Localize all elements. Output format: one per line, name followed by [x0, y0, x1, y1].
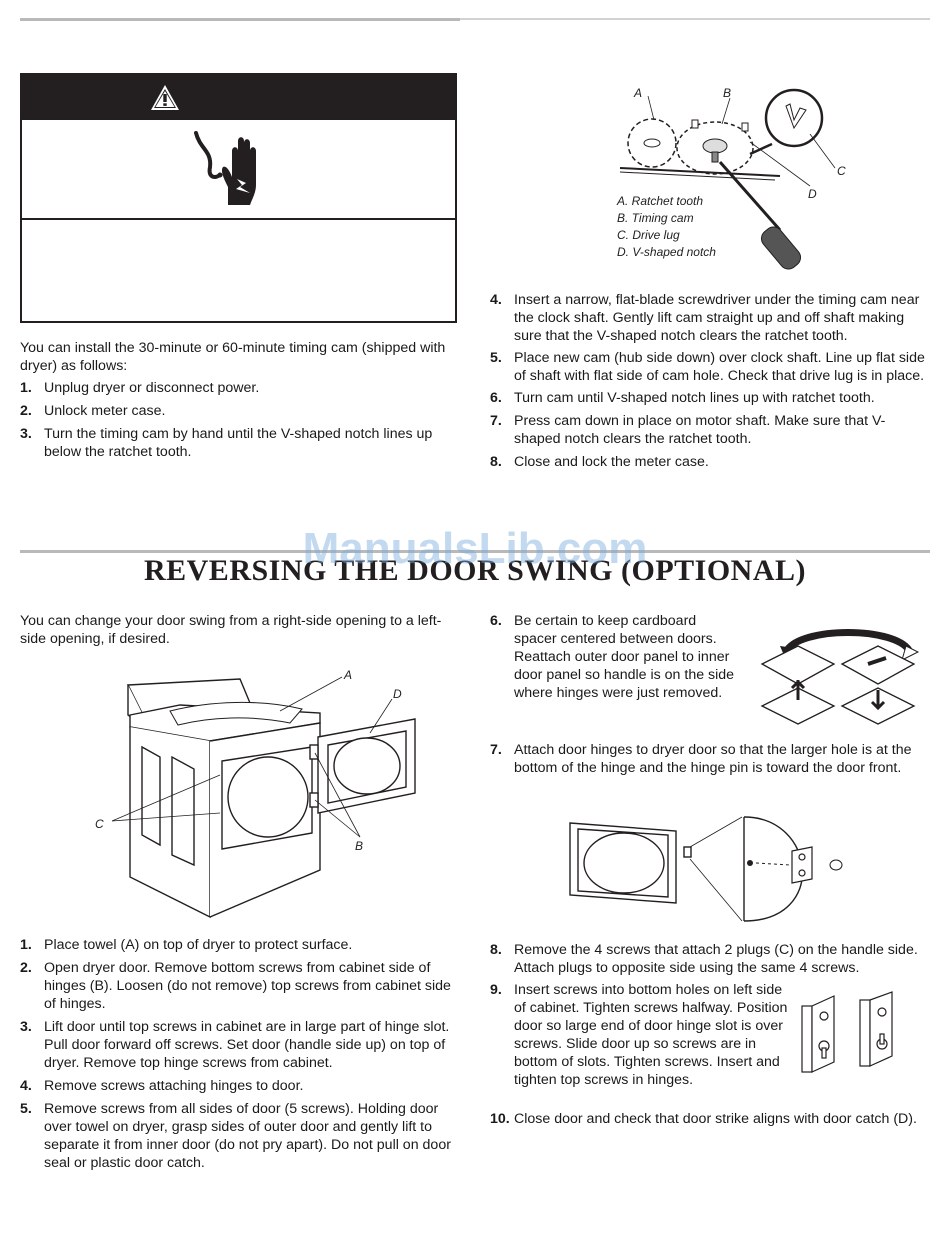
hinge-screw-figure [801, 991, 893, 1073]
cam-legend: A. Ratchet tooth B. Timing cam C. Drive … [617, 193, 797, 261]
door-steps-right: 8.Remove the 4 screws that attach 2 plug… [490, 941, 930, 977]
ratchet-gear [627, 118, 677, 168]
cam-legend-b: B. Timing cam [617, 211, 694, 225]
top-rule-right [460, 18, 930, 20]
section-rule [20, 550, 930, 553]
watermark: ManualsLib.com [302, 524, 648, 573]
warning-separator [22, 218, 455, 220]
cam-steps-left: 1.Unplug dryer or disconnect power. 2.Un… [20, 379, 460, 461]
cam-step-2: 2.Unlock meter case. [20, 403, 166, 419]
door-step-9-list: 9.Insert screws into bottom holes on lef… [490, 981, 788, 1089]
cam-label-c: C [837, 164, 846, 178]
door-hinge-figure [569, 816, 843, 922]
cam-step-4: 4.Insert a narrow, flat-blade screwdrive… [490, 292, 920, 344]
timing-cam-figure [619, 88, 836, 270]
cam-steps-right: 4.Insert a narrow, flat-blade screwdrive… [490, 291, 930, 471]
door-label-a: A [344, 668, 353, 682]
warning-header [22, 75, 455, 120]
door-step-9: 9.Insert screws into bottom holes on lef… [490, 982, 788, 1088]
dryer-door-panel [569, 822, 692, 904]
door-step-10: 10.Close door and check that door strike… [490, 1111, 917, 1127]
door-step-6: 6.Be certain to keep cardboard spacer ce… [490, 613, 735, 701]
cam-step-3: 3.Turn the timing cam by hand until the … [20, 426, 433, 460]
door-step-8: 8.Remove the 4 screws that attach 2 plug… [490, 942, 918, 976]
cam-intro: You can install the 30-minute or 60-minu… [20, 340, 446, 374]
cam-step-5: 5.Place new cam (hub side down) over clo… [490, 350, 925, 384]
cam-legend-d: D. V-shaped notch [617, 245, 716, 259]
towel [169, 701, 303, 726]
door-intro: You can change your door swing from a ri… [20, 613, 442, 647]
screwdriver [718, 161, 802, 270]
hinge-plate [791, 846, 813, 884]
door-step-3: 3.Lift door until top screws in cabinet … [20, 1019, 450, 1071]
hinge-left [801, 995, 835, 1073]
door-step-2: 2.Open dryer door. Remove bottom screws … [20, 960, 451, 1012]
dryer-cabinet [126, 678, 321, 919]
door-step-5: 5.Remove screws from all sides of door (… [20, 1101, 451, 1171]
cam-legend-a: A. Ratchet tooth [617, 194, 704, 208]
door-label-d: D [393, 687, 402, 701]
cam-label-d: D [808, 187, 817, 201]
cam-label-a: A [634, 86, 643, 100]
cam-step-7: 7.Press cam down in place on motor shaft… [490, 413, 886, 447]
drive-lug-zoom [749, 88, 824, 156]
warning-box [20, 73, 457, 323]
door-step-4: 4.Remove screws attaching hinges to door… [20, 1078, 304, 1094]
door-panel-flip-figure [760, 629, 920, 725]
dryer-door-figure [111, 676, 416, 919]
timing-cam [676, 119, 754, 175]
cam-label-b: B [723, 86, 732, 100]
cam-step-6: 6.Turn cam until V-shaped notch lines up… [490, 390, 875, 406]
top-rule-left [20, 18, 460, 21]
door-label-b: B [355, 839, 364, 853]
door-step-7-list: 7.Attach door hinges to dryer door so th… [490, 741, 930, 777]
hinge-right [859, 991, 893, 1067]
door-step-6-list: 6.Be certain to keep cardboard spacer ce… [490, 612, 740, 702]
door-label-c: C [95, 817, 104, 831]
door-step-7: 7.Attach door hinges to dryer door so th… [490, 742, 912, 776]
door-step-1: 1.Place towel (A) on top of dryer to pro… [20, 937, 353, 953]
electric-shock-hand-icon [194, 131, 256, 205]
door-step-10-list: 10.Close door and check that door strike… [490, 1110, 930, 1128]
cam-step-1: 1.Unplug dryer or disconnect power. [20, 380, 260, 396]
door-steps-left: 1.Place towel (A) on top of dryer to pro… [20, 936, 460, 1172]
warning-triangle-icon [151, 85, 179, 110]
open-door [309, 718, 416, 814]
door-panels [760, 645, 916, 725]
cam-legend-c: C. Drive lug [617, 228, 680, 242]
cam-step-8: 8.Close and lock the meter case. [490, 454, 709, 470]
